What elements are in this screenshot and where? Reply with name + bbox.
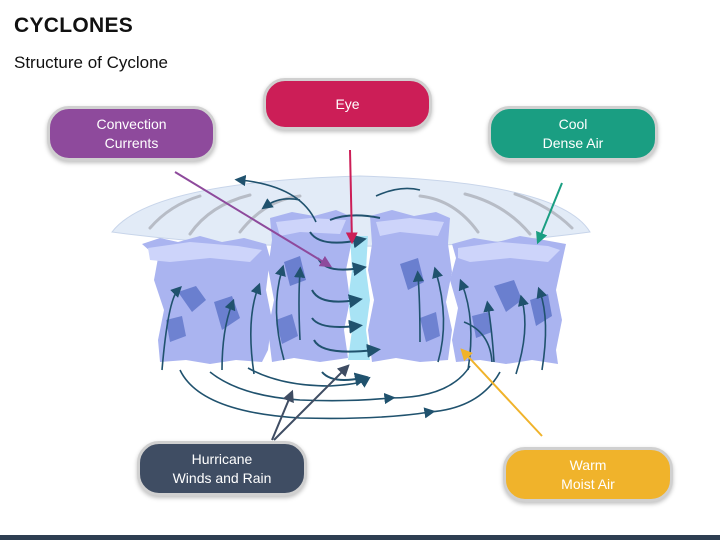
eye-pointer [345,149,358,245]
label-eye-text: Eye [335,95,360,112]
warm-pointer [460,348,543,437]
convection-pointer [174,171,333,268]
page-subtitle: Structure of Cyclone [14,53,169,72]
page-title: CYCLONES [14,14,134,37]
label-eye: Eye [263,78,432,130]
label-hurricane-winds-text: Hurricane Winds and Rain [172,450,272,486]
bottom-bar [0,535,720,540]
label-cool-dense-air: Cool Dense Air [488,106,658,161]
label-convection-currents: Convection Currents [47,106,216,161]
hurricane-pointer-1 [271,389,294,441]
cloud-wall-inner-left [268,210,352,362]
label-hurricane-winds: Hurricane Winds and Rain [137,441,307,496]
label-warm-moist-air: Warm Moist Air [503,447,673,502]
label-convection-currents-text: Convection Currents [96,115,167,151]
inflow-arcs [179,365,501,420]
cloud-wall-inner-right [368,210,452,362]
label-cool-dense-air-text: Cool Dense Air [542,115,604,151]
hurricane-pointer-2 [273,364,350,441]
label-warm-moist-air-text: Warm Moist Air [561,456,615,492]
eye-column [348,236,370,360]
cool-pointer [536,182,563,245]
cloud-wall-left [142,236,272,364]
